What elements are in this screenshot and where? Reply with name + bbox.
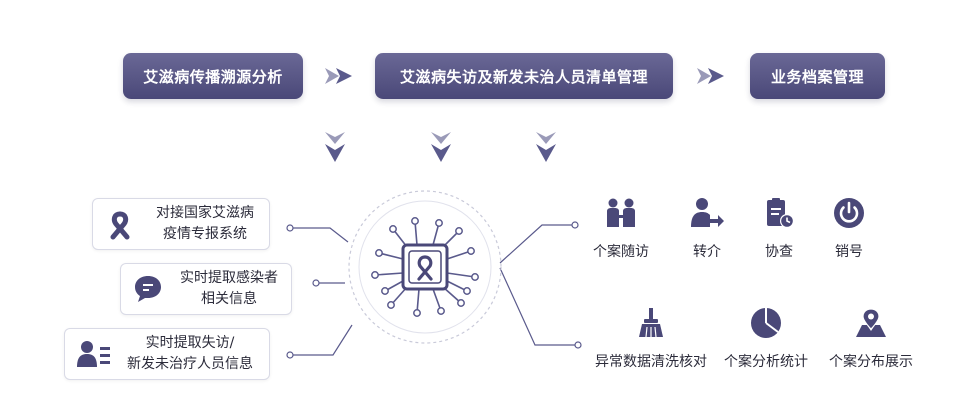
flow-arrow-right-icon	[325, 68, 352, 84]
flow-arrow-down-icon	[536, 132, 556, 162]
power-icon	[834, 198, 864, 228]
feature-case-distribution-label: 个案分布展示	[829, 354, 913, 370]
top-step-2-label: 艾滋病失访及新发未治人员清单管理	[399, 67, 648, 86]
feature-case-statistics-label: 个案分析统计	[724, 354, 808, 370]
visit-people-icon	[607, 198, 635, 227]
ribbon-chip-icon	[417, 255, 433, 281]
person-list-icon	[77, 341, 110, 367]
flow-arrow-right-icon	[697, 68, 724, 84]
feature-case-statistics: 个案分析统计	[706, 305, 826, 371]
flow-arrow-down-icon	[325, 132, 345, 162]
feature-data-cleaning-label: 异常数据清洗核对	[595, 354, 707, 370]
awareness-ribbon-icon	[110, 211, 130, 240]
feature-data-cleaning: 异常数据清洗核对	[591, 305, 711, 371]
top-step-2: 艾滋病失访及新发未治人员清单管理	[375, 53, 673, 99]
pie-chart-icon	[751, 308, 781, 338]
flow-arrow-down-icon	[431, 132, 451, 162]
map-pin-icon	[856, 308, 886, 337]
top-step-1-label: 艾滋病传播溯源分析	[143, 67, 283, 86]
feature-case-followup-label: 个案随访	[593, 244, 649, 260]
input-box-3: 实时提取失访/ 新发未治疗人员信息	[64, 328, 270, 380]
person-transfer-icon	[691, 198, 724, 227]
top-step-1: 艾滋病传播溯源分析	[123, 53, 303, 99]
broom-icon	[639, 308, 663, 338]
input-box-2: 实时提取感染者 相关信息	[120, 263, 292, 315]
feature-cancel-account: 销号	[789, 195, 909, 261]
central-hub	[348, 190, 502, 344]
feature-assist-check-label: 协查	[765, 244, 793, 260]
feature-assist-check: 协查	[719, 195, 839, 261]
input-box-3-label: 实时提取失访/ 新发未治疗人员信息	[127, 335, 253, 372]
feature-case-distribution: 个案分布展示	[811, 305, 931, 371]
feature-cancel-account-label: 销号	[835, 244, 863, 260]
feature-referral: 转介	[647, 195, 767, 261]
clipboard-clock-icon	[767, 198, 794, 228]
input-box-1: 对接国家艾滋病 疫情专报系统	[92, 198, 270, 250]
chat-bubble-icon	[135, 276, 161, 302]
feature-referral-label: 转介	[693, 244, 721, 260]
top-step-3: 业务档案管理	[750, 53, 885, 99]
input-box-2-label: 实时提取感染者 相关信息	[180, 270, 278, 307]
input-box-1-label: 对接国家艾滋病 疫情专报系统	[156, 205, 254, 242]
top-step-3-label: 业务档案管理	[770, 67, 864, 86]
feature-case-followup: 个案随访	[561, 195, 681, 261]
